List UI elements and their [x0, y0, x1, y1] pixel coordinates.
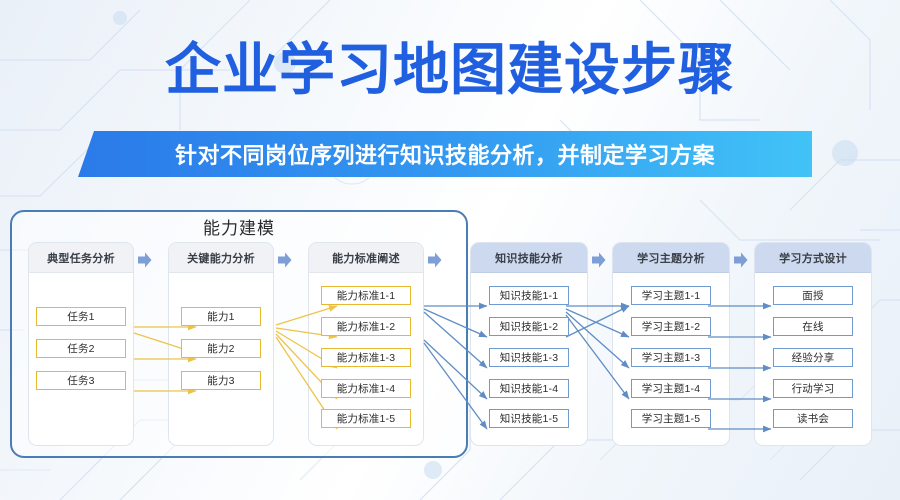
node-3-5[interactable]: 能力标准1-5 — [321, 409, 411, 428]
step-arrow-icon-2 — [278, 252, 292, 268]
column-header-1: 典型任务分析 — [29, 243, 133, 273]
node-2-2[interactable]: 能力2 — [181, 339, 261, 358]
node-1-2[interactable]: 任务2 — [36, 339, 126, 358]
node-4-3[interactable]: 知识技能1-3 — [489, 348, 569, 367]
capability-modeling-title: 能力建模 — [203, 219, 275, 238]
node-3-1[interactable]: 能力标准1-1 — [321, 286, 411, 305]
node-6-1[interactable]: 面授 — [773, 286, 853, 305]
node-5-4[interactable]: 学习主题1-4 — [631, 379, 711, 398]
node-3-2[interactable]: 能力标准1-2 — [321, 317, 411, 336]
node-1-3[interactable]: 任务3 — [36, 371, 126, 390]
header-section: 企业学习地图建设步骤 针对不同岗位序列进行知识技能分析，并制定学习方案 — [0, 0, 900, 200]
step-arrow-icon-3 — [428, 252, 442, 268]
node-4-2[interactable]: 知识技能1-2 — [489, 317, 569, 336]
node-3-3[interactable]: 能力标准1-3 — [321, 348, 411, 367]
node-4-1[interactable]: 知识技能1-1 — [489, 286, 569, 305]
node-6-2[interactable]: 在线 — [773, 317, 853, 336]
subtitle-text: 针对不同岗位序列进行知识技能分析，并制定学习方案 — [174, 143, 715, 168]
node-3-4[interactable]: 能力标准1-4 — [321, 379, 411, 398]
node-4-4[interactable]: 知识技能1-4 — [489, 379, 569, 398]
diagram-section: 能力建模 典型任务分析 关键能力分析 能力标准阐述 知识技能分析学习主题分析学习方式设… — [0, 200, 900, 470]
column-header-6: 学习方式设计 — [755, 243, 871, 273]
node-6-5[interactable]: 读书会 — [773, 409, 853, 428]
node-1-1[interactable]: 任务1 — [36, 307, 126, 326]
column-header-2: 关键能力分析 — [169, 243, 273, 273]
node-4-5[interactable]: 知识技能1-5 — [489, 409, 569, 428]
node-2-1[interactable]: 能力1 — [181, 307, 261, 326]
node-5-5[interactable]: 学习主题1-5 — [631, 409, 711, 428]
step-arrow-icon-4 — [592, 252, 606, 268]
node-6-4[interactable]: 行动学习 — [773, 379, 853, 398]
column-body-2 — [169, 273, 273, 445]
column-header-3: 能力标准阐述 — [309, 243, 423, 273]
subtitle-banner: 针对不同岗位序列进行知识技能分析，并制定学习方案 — [78, 131, 812, 177]
column-body-1 — [29, 273, 133, 445]
column-header-4: 知识技能分析 — [471, 243, 587, 273]
node-6-3[interactable]: 经验分享 — [773, 348, 853, 367]
node-2-3[interactable]: 能力3 — [181, 371, 261, 390]
node-5-1[interactable]: 学习主题1-1 — [631, 286, 711, 305]
page-title: 企业学习地图建设步骤 — [165, 38, 735, 101]
step-arrow-icon-1 — [138, 252, 152, 268]
node-5-2[interactable]: 学习主题1-2 — [631, 317, 711, 336]
step-arrow-icon-5 — [734, 252, 748, 268]
column-header-5: 学习主题分析 — [613, 243, 729, 273]
node-5-3[interactable]: 学习主题1-3 — [631, 348, 711, 367]
